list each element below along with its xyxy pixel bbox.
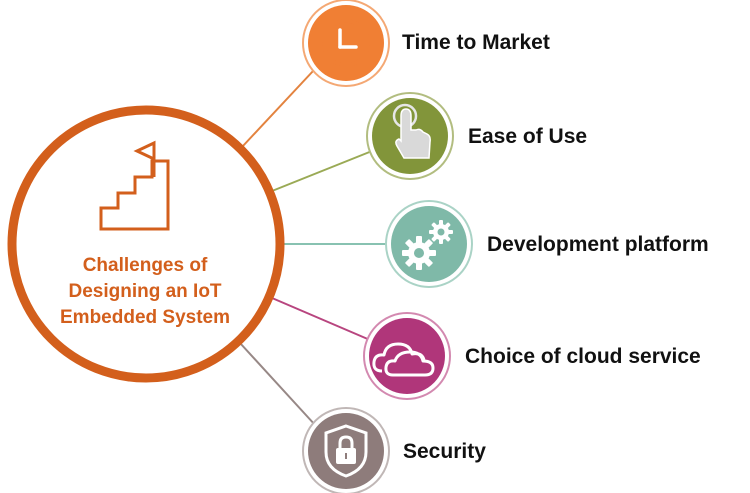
center-title-line-3: Embedded System <box>60 307 230 328</box>
lock-shield-icon <box>324 424 368 478</box>
label-cloud-service: Choice of cloud service <box>465 345 701 368</box>
connector-line-ease-of-use <box>271 150 373 192</box>
label-time-to-market: Time to Market <box>402 31 550 54</box>
cloud-service-node <box>363 312 451 400</box>
ease-of-use-node <box>366 92 454 180</box>
development-platform-node <box>385 200 473 288</box>
time-to-market-node <box>302 0 390 87</box>
cloud-icon <box>372 342 435 377</box>
clock-icon <box>322 19 370 67</box>
label-security: Security <box>403 440 486 463</box>
label-ease-of-use: Ease of Use <box>468 125 588 148</box>
center-title-line-1: Challenges of <box>82 255 208 276</box>
stairs-flag-icon <box>99 140 170 231</box>
central-ring <box>7 105 285 383</box>
label-development-platform: Development platform <box>487 233 709 256</box>
connector-line-cloud-service <box>271 297 371 341</box>
center-title: Challenges of Designing an IoT Embedded … <box>30 253 260 331</box>
center-title-line-2: Designing an IoT <box>68 281 222 302</box>
connector-line-security <box>239 342 317 427</box>
connector-line-time-to-market <box>241 69 315 148</box>
security-node <box>302 407 390 493</box>
tap-hand-icon <box>392 103 431 159</box>
gears-icon <box>402 220 453 270</box>
